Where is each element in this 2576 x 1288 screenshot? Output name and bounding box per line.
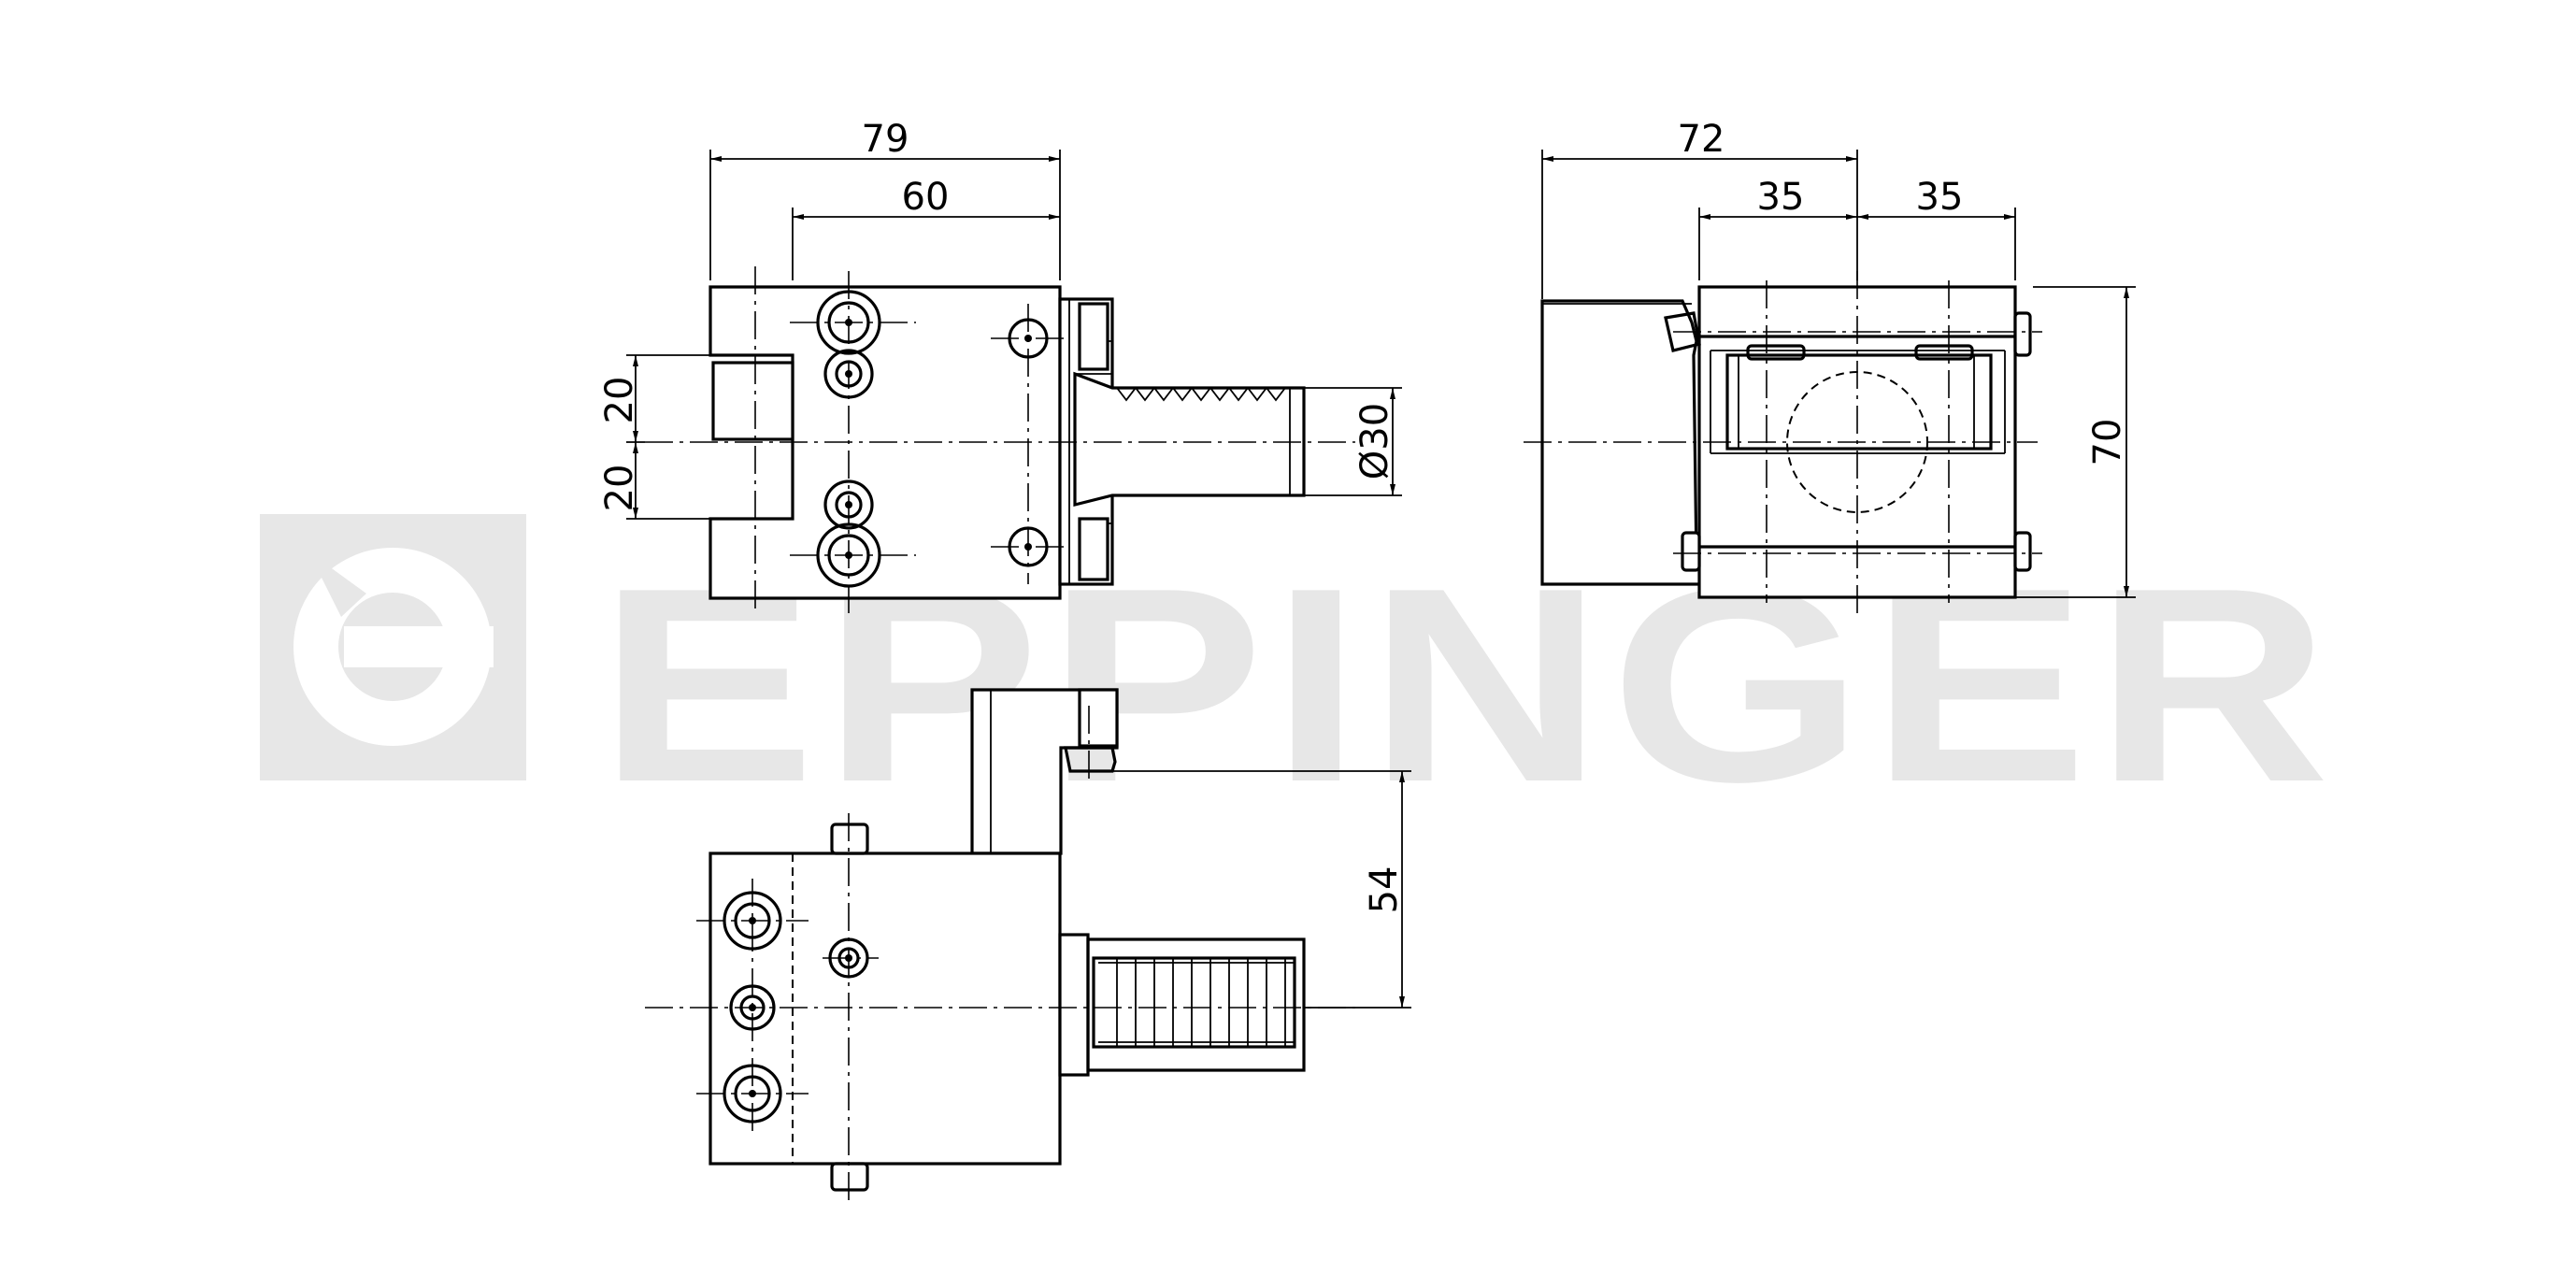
dim-70: 70 (2086, 419, 2129, 466)
top-view (645, 688, 1355, 1206)
dim-35-right: 35 (1916, 176, 1964, 219)
eppinger-logo (260, 514, 526, 780)
watermark: EPPINGER (260, 514, 2331, 839)
dim-diameter-30: Ø30 (1353, 403, 1396, 479)
side-inner-block (1725, 353, 1993, 451)
dim-20-upper: 20 (598, 377, 641, 424)
dim-79: 79 (862, 118, 909, 161)
threaded-shank (1092, 956, 1296, 1049)
front-slot-block (711, 361, 794, 441)
side-dimensions: 72 35 35 70 (1541, 118, 2136, 598)
dim-60: 60 (902, 176, 950, 219)
side-view (1524, 271, 2042, 617)
front-dimensions: 79 60 20 20 Ø30 (598, 118, 1402, 520)
top-main-body (708, 852, 1062, 1166)
front-view (645, 266, 1355, 617)
dim-20-lower: 20 (598, 465, 641, 512)
dim-72: 72 (1678, 118, 1725, 161)
dim-54: 54 (1363, 866, 1406, 914)
top-dimensions: 54 (1094, 770, 1411, 1009)
dim-35-left: 35 (1757, 176, 1805, 219)
front-shank (1073, 371, 1306, 508)
